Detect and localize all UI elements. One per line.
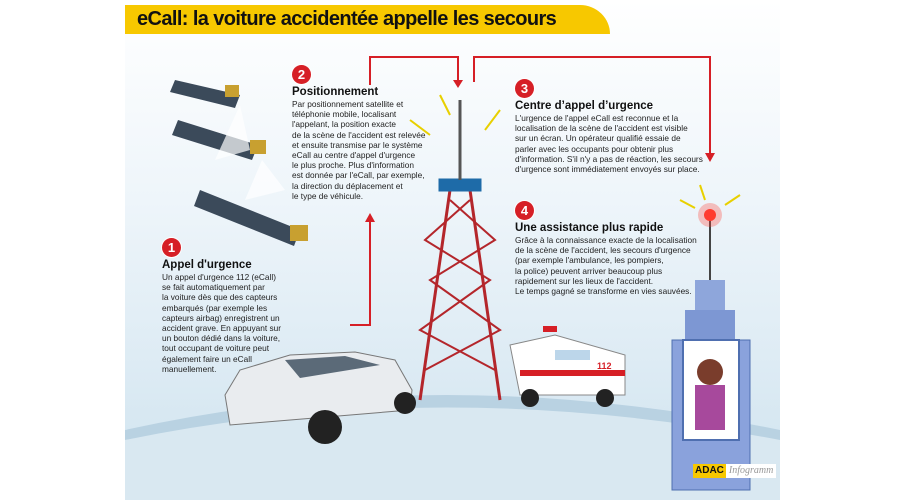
crashed-car-icon <box>224 351 416 444</box>
step-body: L'urgence de l'appel eCall est reconnue … <box>515 113 703 175</box>
infographic-scene <box>125 0 780 500</box>
illustration <box>125 56 780 500</box>
step-number-badge: 1 <box>162 238 181 257</box>
ambulance-number-label: 112 <box>597 361 612 371</box>
step-heading: Appel d'urgence <box>162 259 252 271</box>
step-2-positioning: 2 Positionnement Par positionnement sate… <box>292 65 426 201</box>
logo-suffix: Infogramm <box>725 464 777 478</box>
page-title: eCall: la voiture accidentée appelle les… <box>137 8 557 30</box>
step-1-emergency-call: 1 Appel d'urgence Un appel d'urgence 112… <box>162 238 281 374</box>
step-4-faster-assistance: 4 Une assistance plus rapide Grâce à la … <box>515 201 697 296</box>
logo-brand: ADAC <box>693 464 726 478</box>
step-body: Un appel d'urgence 112 (eCall) se fait a… <box>162 272 281 374</box>
step-3-call-centre: 3 Centre d’appel d’urgence L'urgence de … <box>515 79 703 174</box>
step-number-badge: 2 <box>292 65 311 84</box>
adac-logo: ADAC Infogramm <box>693 464 777 478</box>
ambulance-icon <box>509 326 626 407</box>
antenna-tower-icon <box>418 100 502 401</box>
step-number-badge: 4 <box>515 201 534 220</box>
step-heading: Centre d’appel d’urgence <box>515 100 654 112</box>
step-number-badge: 3 <box>515 79 534 98</box>
step-heading: Positionnement <box>292 86 379 98</box>
title-banner: eCall: la voiture accidentée appelle les… <box>125 5 610 34</box>
step-body: Par positionnement satellite et téléphon… <box>292 99 426 201</box>
satellite-icon <box>170 80 308 246</box>
step-heading: Une assistance plus rapide <box>515 222 664 234</box>
signal-arrows <box>350 56 711 326</box>
step-body: Grâce à la connaissance exacte de la loc… <box>515 235 697 297</box>
